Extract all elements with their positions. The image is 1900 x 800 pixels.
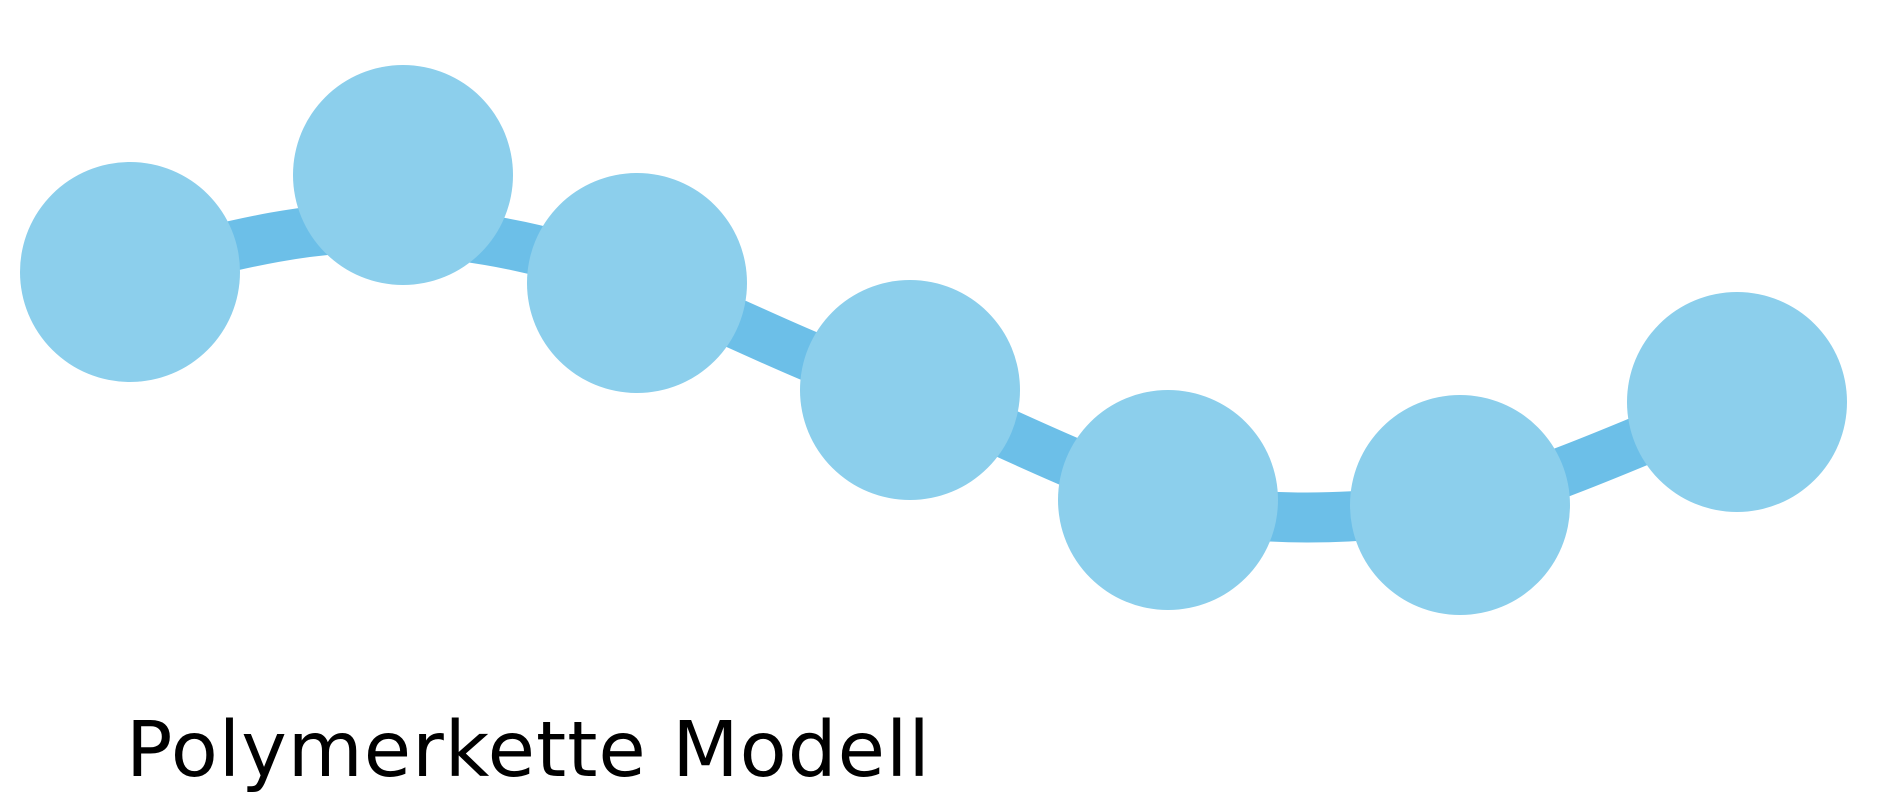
beads	[20, 65, 1847, 615]
bead-3	[527, 173, 747, 393]
bead-6	[1350, 395, 1570, 615]
bead-4	[800, 280, 1020, 500]
bead-5	[1058, 390, 1278, 610]
bead-1	[20, 162, 240, 382]
diagram-caption: Polymerkette Modell	[126, 706, 931, 795]
bead-7	[1627, 292, 1847, 512]
bead-2	[293, 65, 513, 285]
